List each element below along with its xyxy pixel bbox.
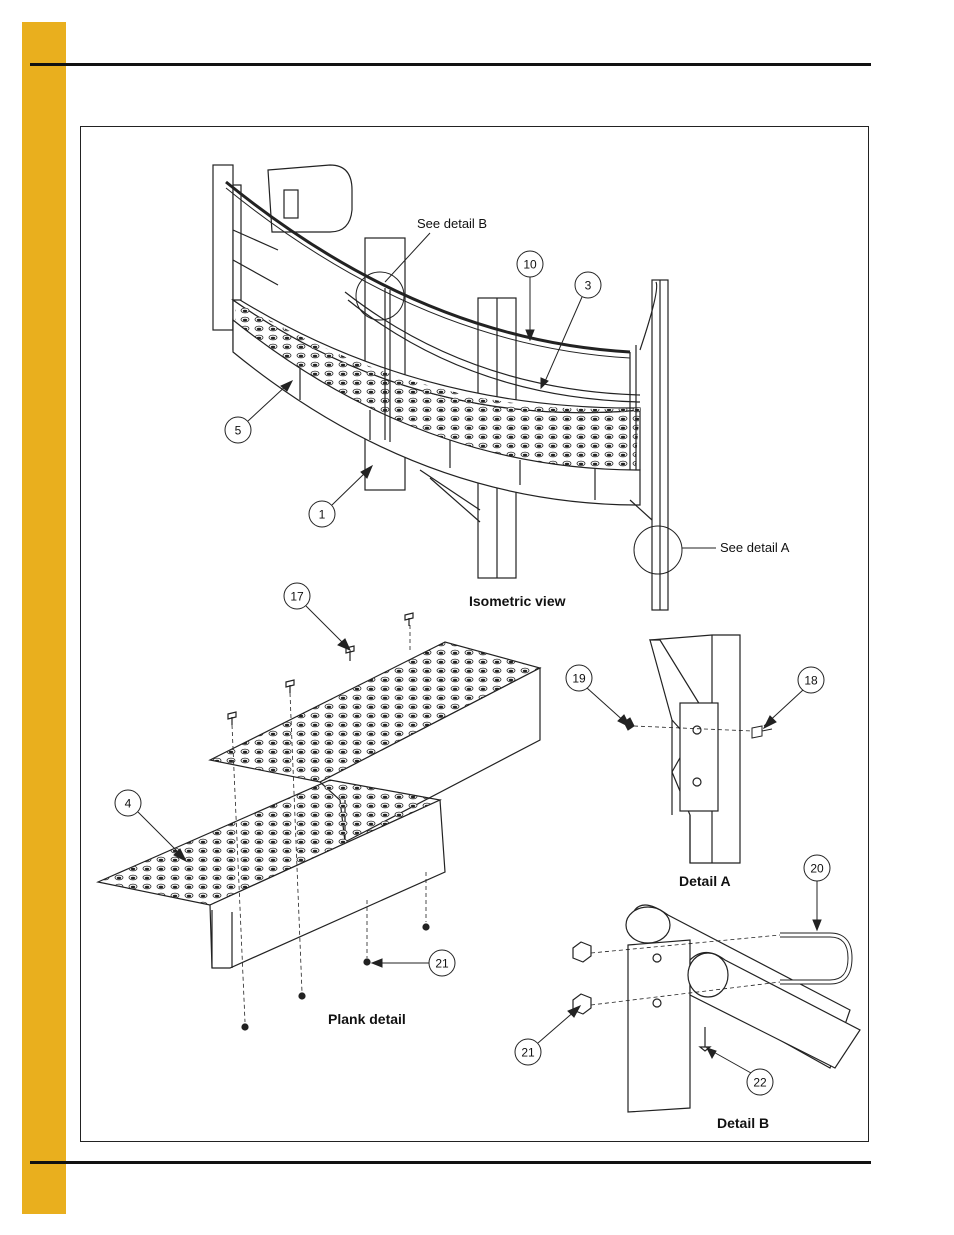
callout-5: 5 xyxy=(235,424,242,438)
callout-1: 1 xyxy=(319,508,326,522)
callout-20: 20 xyxy=(810,862,824,876)
detail-a-title: Detail A xyxy=(679,873,731,889)
side-tab xyxy=(22,22,66,1214)
footer-rule xyxy=(30,1161,871,1164)
isometric-view-drawing xyxy=(212,164,683,611)
callout-21-detail-b: 21 xyxy=(521,1046,535,1060)
plank-detail-drawing xyxy=(96,612,542,1031)
plank-callouts xyxy=(114,582,456,977)
detail-a-drawing xyxy=(648,634,741,864)
see-detail-a-label: See detail A xyxy=(720,540,790,555)
plank-dashed-leaders xyxy=(231,625,427,1023)
callout-17: 17 xyxy=(290,590,304,604)
header-rule xyxy=(30,63,871,66)
detail-b-leaders xyxy=(514,854,831,1096)
callout-4: 4 xyxy=(125,797,132,811)
see-detail-b-label: See detail B xyxy=(417,216,487,231)
callout-22: 22 xyxy=(753,1076,767,1090)
callout-10: 10 xyxy=(523,258,537,272)
callout-21-plank: 21 xyxy=(435,957,449,971)
callout-18: 18 xyxy=(804,674,818,688)
figure-frame xyxy=(80,126,869,1142)
detail-b-drawing xyxy=(572,904,861,1113)
plank-detail-title: Plank detail xyxy=(328,1011,406,1027)
detail-b-title: Detail B xyxy=(717,1115,769,1131)
callout-19: 19 xyxy=(572,672,586,686)
detail-a-hardware xyxy=(565,664,825,739)
callout-3: 3 xyxy=(585,279,592,293)
isometric-view-title: Isometric view xyxy=(469,593,566,609)
isometric-callouts xyxy=(224,232,716,549)
